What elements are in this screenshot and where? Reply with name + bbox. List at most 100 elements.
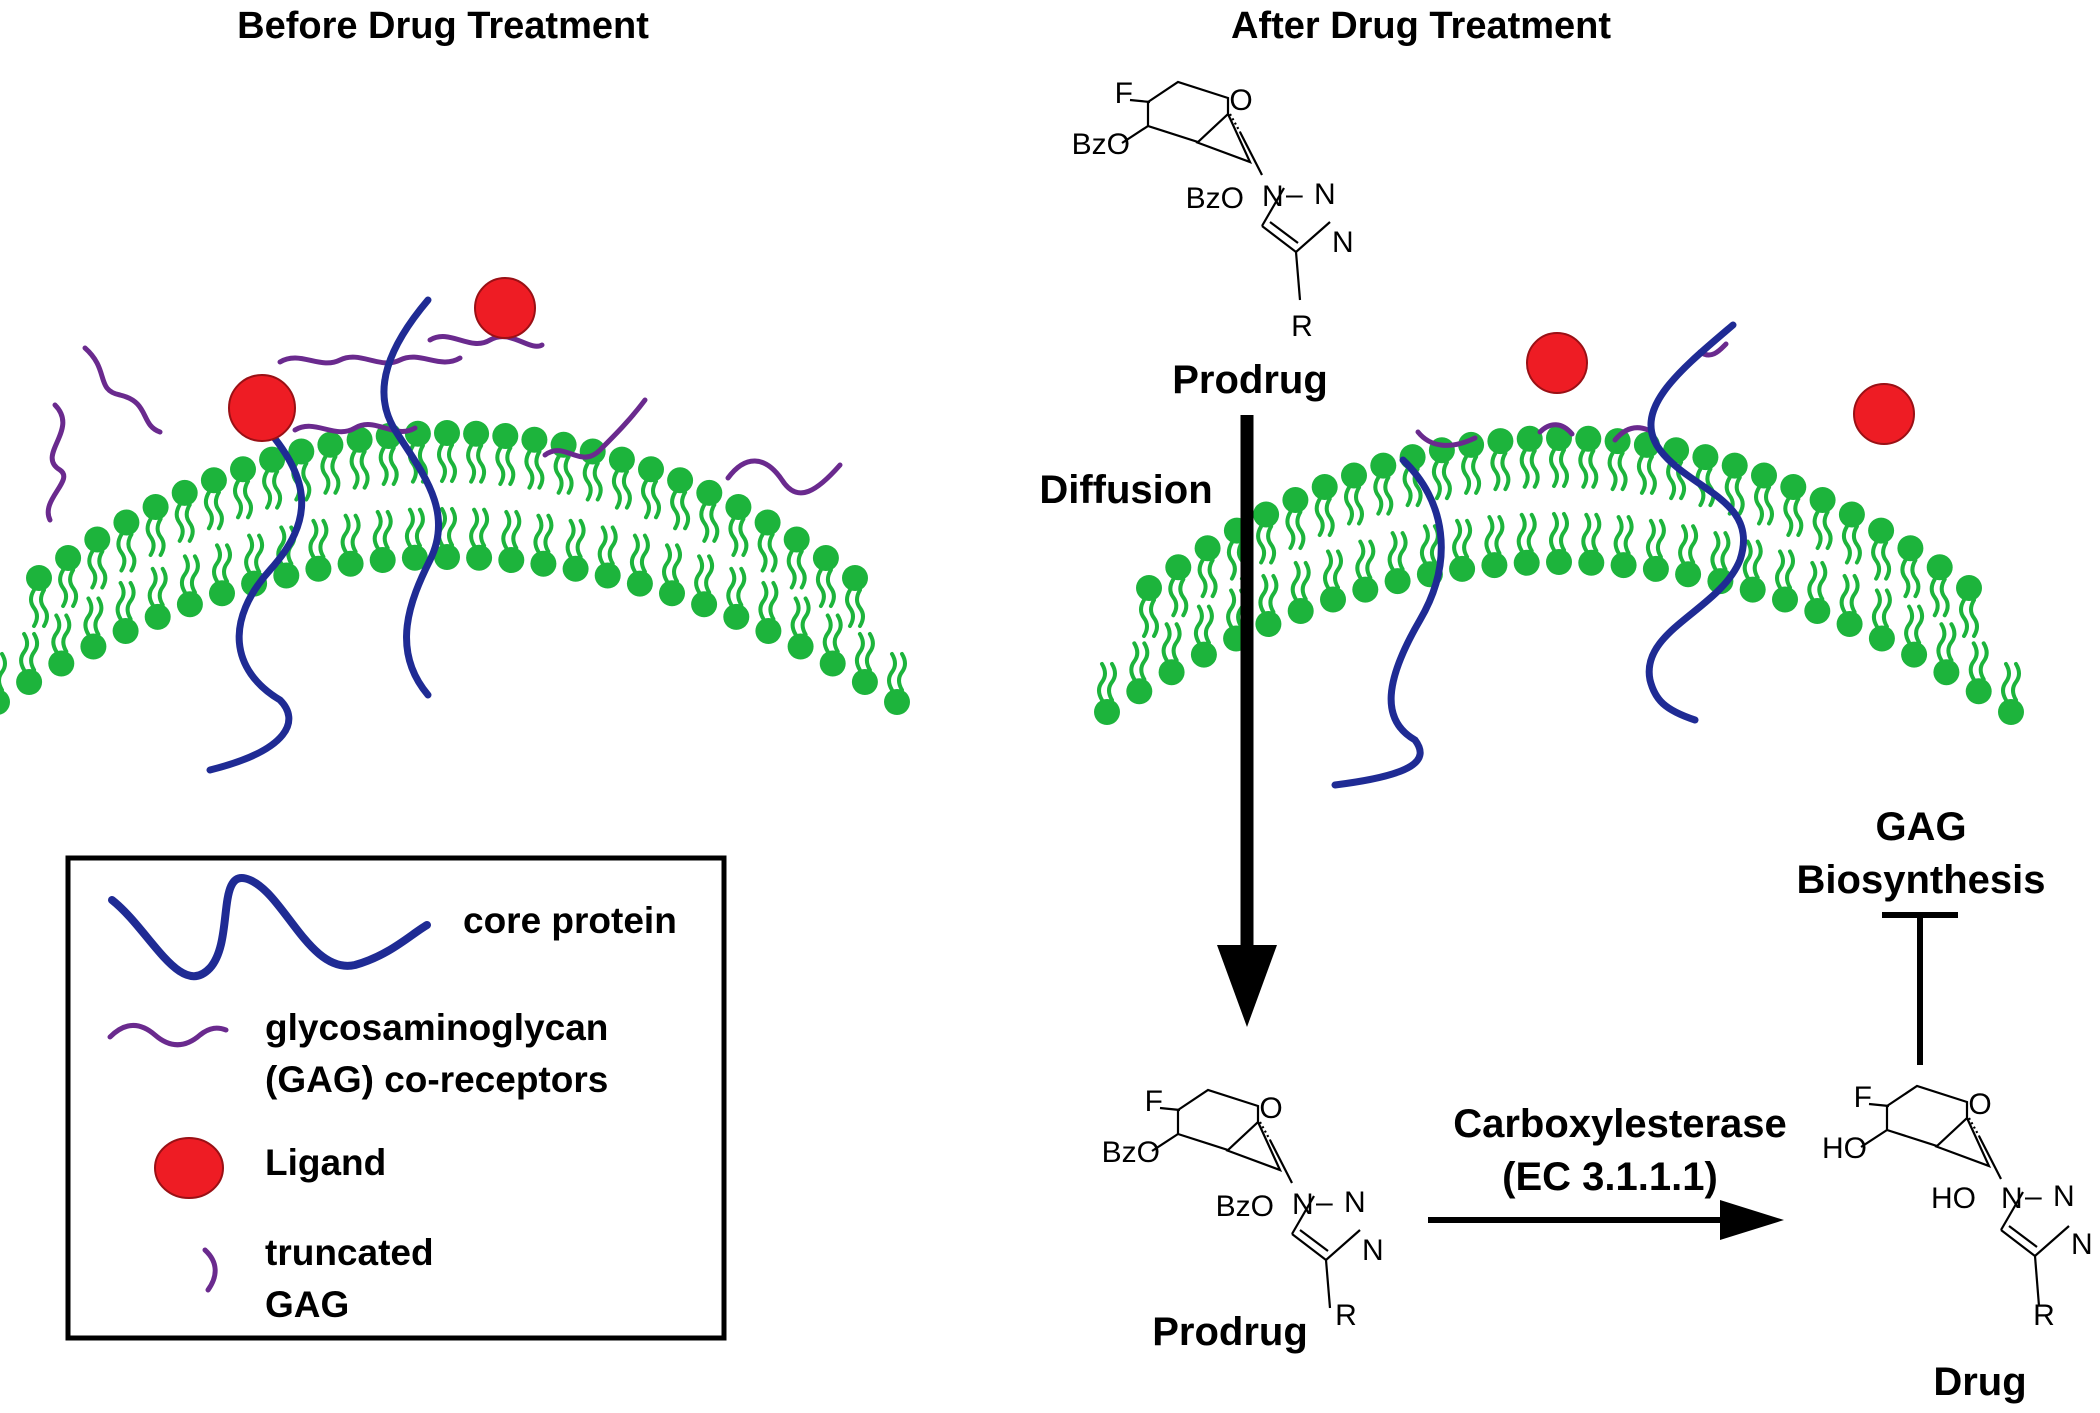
lipid-tail — [864, 632, 875, 672]
lipid-head — [434, 420, 460, 446]
lipid-tail — [1344, 485, 1354, 526]
lipid-tail — [1871, 588, 1882, 629]
lipid-tail — [115, 581, 126, 621]
legend-truncated-gag-swatch — [202, 1247, 218, 1293]
lipid-head — [1838, 501, 1865, 528]
lipid-tail — [51, 613, 62, 654]
lipid-head — [819, 650, 846, 677]
lipid-head — [55, 545, 82, 571]
prodrug-bottom-n1: N — [1292, 1188, 1314, 1221]
lipid-tail — [1591, 512, 1602, 553]
lipid-head — [404, 420, 431, 447]
lipid-tail — [2001, 662, 2011, 702]
truncated-gags-right — [1415, 341, 1729, 448]
lipid-head — [1739, 576, 1766, 603]
lipid-head — [1352, 576, 1379, 603]
lipid-head — [1190, 641, 1217, 668]
ligand — [1526, 332, 1588, 394]
lipid-tail — [854, 632, 865, 672]
lipid-head — [1998, 699, 2024, 725]
lipid-tail — [1812, 510, 1823, 550]
lipid-head — [346, 426, 373, 453]
drug-r: R — [2033, 1299, 2055, 1332]
drug-f: F — [1854, 1081, 1872, 1114]
lipid-head — [1158, 659, 1185, 686]
lipid-head — [1642, 555, 1669, 582]
lipid-tail — [1549, 448, 1559, 488]
lipid-head — [1707, 568, 1734, 595]
lipid-tail — [825, 568, 836, 608]
lipid-tail — [641, 479, 651, 520]
lipid-tail — [607, 525, 618, 566]
label-gag: GAG — [1875, 805, 1966, 849]
lipid-head — [337, 550, 364, 577]
lipid-tail — [1452, 518, 1463, 559]
lipid-tail — [1203, 604, 1214, 645]
lipid-head — [1287, 598, 1314, 624]
lipid-head — [463, 420, 490, 447]
lipid-tail — [212, 543, 222, 584]
lipid-tail — [372, 510, 383, 550]
lipid-tail — [1841, 524, 1852, 565]
lipid-tail — [126, 532, 137, 573]
lipid-tail — [157, 566, 168, 607]
core-proteins-right — [1331, 321, 1747, 789]
lipid-tail — [786, 549, 797, 590]
lipid-tail — [1365, 539, 1376, 580]
lipid-tail — [1268, 574, 1279, 614]
lipid-tail — [709, 502, 720, 543]
lipid-head — [1751, 462, 1777, 489]
lipid-tail — [1764, 485, 1774, 526]
prodrug-bottom-bzo-upper: BzO — [1102, 1136, 1160, 1169]
lipid-head — [884, 689, 910, 715]
lipid-tail — [1559, 512, 1569, 552]
lipid-head — [562, 555, 589, 582]
lipid-tail — [19, 632, 30, 672]
lipid-tail — [1849, 574, 1860, 614]
lipid-tail — [1734, 475, 1745, 516]
lipid-tail — [1161, 622, 1172, 663]
lipid-tail — [1139, 641, 1150, 682]
lipid-tail — [1900, 558, 1911, 599]
prodrug-top-f: F — [1115, 77, 1133, 110]
lipid-tail — [1295, 510, 1306, 550]
legend-gag-swatch — [107, 1023, 229, 1048]
prodrug-top-bzo-lower: BzO — [1186, 182, 1244, 215]
lipid-tail — [1097, 662, 1107, 702]
lipid-tail — [738, 517, 749, 557]
lipid-tail — [0, 652, 7, 692]
lipid-head — [1136, 575, 1162, 601]
lipid-head — [434, 544, 460, 570]
lipid-tail — [1775, 549, 1785, 590]
lipid-tail — [97, 549, 108, 590]
lipid-tail — [565, 518, 576, 559]
lipid-head — [1458, 431, 1485, 458]
legend-ligand-swatch — [154, 1137, 224, 1199]
lipid-tail — [1969, 598, 1979, 638]
lipid-tail — [447, 443, 457, 483]
lipid-tail — [1402, 467, 1413, 508]
lipid-tail — [845, 588, 855, 628]
lipid-tail — [1968, 641, 1979, 682]
lipid-tail — [1387, 531, 1398, 572]
lipid-tail — [466, 443, 477, 484]
lipid-tail — [184, 502, 195, 543]
lipid-head — [259, 446, 286, 473]
lipid-head — [1772, 586, 1798, 613]
lipid-tail — [832, 613, 843, 654]
lipid-tail — [796, 549, 807, 590]
lipid-tail — [582, 461, 593, 502]
lipid-tail — [1484, 515, 1495, 556]
lipid-tail — [1929, 577, 1940, 618]
lipid-tail — [203, 490, 214, 531]
lipid-head — [1194, 535, 1221, 562]
lipid-head — [1897, 535, 1924, 562]
lipid-tail — [125, 581, 136, 621]
lipid-tail — [1752, 539, 1763, 580]
lipid-head — [1868, 517, 1895, 544]
lipid-head — [1804, 598, 1831, 624]
lipid-head — [1692, 444, 1719, 471]
lipid-head — [176, 591, 203, 618]
lipid-head — [1721, 452, 1748, 479]
legend-box: core protein glycosaminoglycan (GAG) co-… — [65, 855, 727, 1341]
